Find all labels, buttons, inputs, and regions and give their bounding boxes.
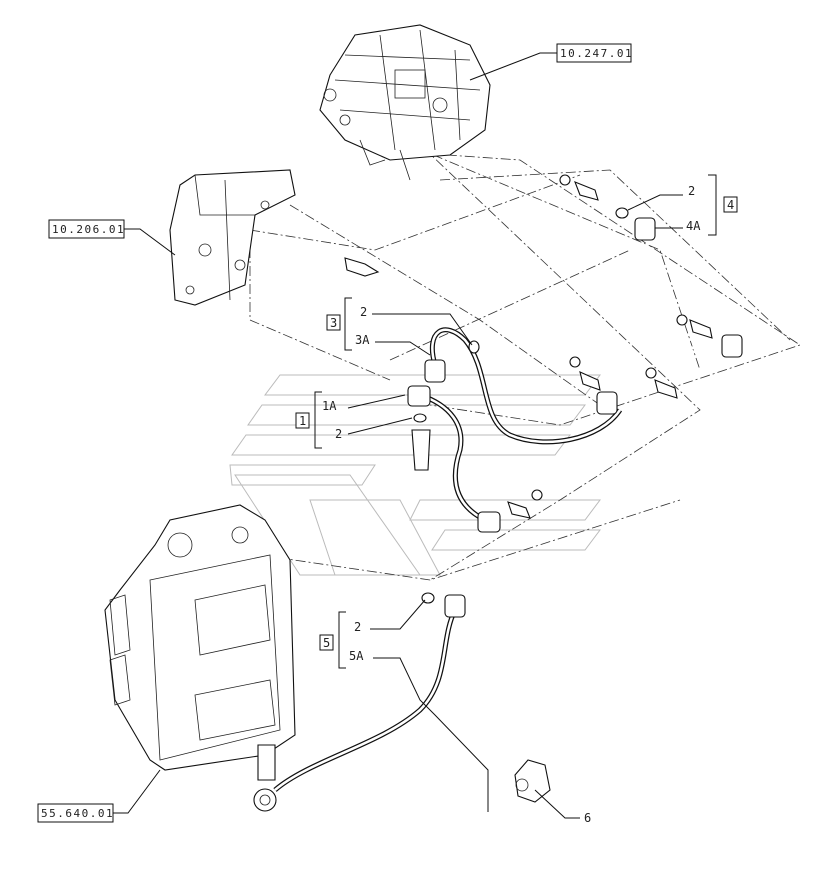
sensor-number: 6 <box>584 811 591 825</box>
group-3-callout: 3 2 3A <box>326 297 473 356</box>
injection-pump-icon <box>319 24 491 181</box>
reference-pump-label: 10.247.01 <box>560 47 633 60</box>
sensor-icon <box>514 759 551 803</box>
group-3-item-1: 2 <box>360 305 367 319</box>
sensor-callout: 6 <box>534 789 591 825</box>
ecu-module-icon <box>104 504 296 771</box>
reference-bracket-label: 10.206.01 <box>52 223 125 236</box>
group-5-id: 5 <box>323 636 330 650</box>
group-1-id: 1 <box>299 414 306 428</box>
reference-bracket: 10.206.01 <box>48 219 176 256</box>
reference-ecu: 55.640.01 <box>37 769 161 823</box>
group-1-item-1: 1A <box>322 399 337 413</box>
group-1-item-2: 2 <box>335 427 342 441</box>
group-4-item-2: 4A <box>686 219 701 233</box>
group-4-id: 4 <box>727 198 734 212</box>
group-5-item-1: 2 <box>354 620 361 634</box>
group-3-id: 3 <box>330 316 337 330</box>
group-3-item-2: 3A <box>355 333 370 347</box>
group-5-item-2: 5A <box>349 649 364 663</box>
group-5-callout: 5 2 5A <box>319 599 489 812</box>
group-4-callout: 4 2 4A <box>627 174 738 236</box>
assembly-lines <box>249 119 801 581</box>
group-1-callout: 1 1A 2 <box>295 391 413 449</box>
reference-pump: 10.247.01 <box>469 43 633 81</box>
fuel-pipe-5-icon <box>253 592 466 812</box>
reference-ecu-label: 55.640.01 <box>41 807 114 820</box>
group-4-item-1: 2 <box>688 184 695 198</box>
fuel-pipe-3-icon <box>344 257 678 445</box>
fuel-pipe-1-icon <box>407 385 543 533</box>
mounting-bracket-icon <box>169 169 296 306</box>
fuel-pipe-4-icon <box>559 174 743 358</box>
